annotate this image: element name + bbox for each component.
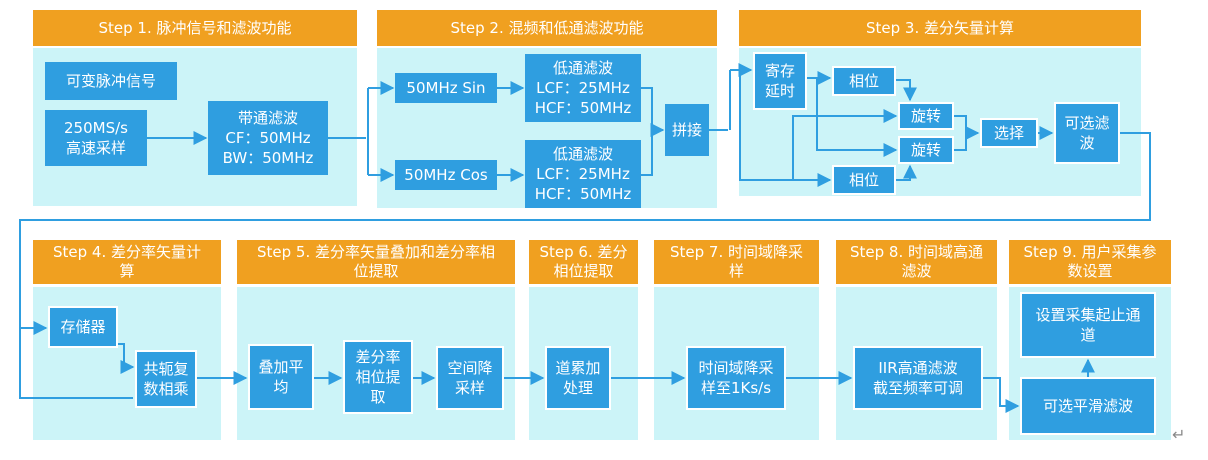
optional-filter-block: 可选滤 波	[1054, 102, 1120, 164]
step1-header: Step 1. 脉冲信号和滤波功能	[33, 10, 357, 46]
register-delay-block: 寄存 延时	[753, 52, 807, 110]
step4-header: Step 4. 差分率矢量计 算	[33, 240, 221, 284]
select-block: 选择	[980, 118, 1038, 148]
lowpass-filter-block-2: 低通滤波 LCF：25MHz HCF：50MHz	[525, 140, 641, 208]
step6-header: Step 6. 差分 相位提取	[529, 240, 638, 284]
iir-highpass-block: IIR高通滤波 截至频率可调	[853, 346, 983, 410]
sin-50mhz-block: 50MHz Sin	[395, 73, 497, 103]
phase-block-1: 相位	[832, 66, 896, 96]
rate-phase-extract-block: 差分率 相位提 取	[343, 340, 413, 414]
conjugate-multiply-block: 共轭复 数相乘	[135, 350, 197, 408]
stack-average-block: 叠加平 均	[248, 344, 314, 410]
step3-header: Step 3. 差分矢量计算	[739, 10, 1141, 46]
step8-header: Step 8. 时间域高通 滤波	[836, 240, 997, 284]
step9-header: Step 9. 用户采集参 数设置	[1009, 240, 1171, 284]
high-speed-sampling-block: 250MS/s 高速采样	[45, 110, 147, 166]
rotate-block-2: 旋转	[898, 136, 954, 164]
lowpass-filter-block-1: 低通滤波 LCF：25MHz HCF：50MHz	[525, 54, 641, 122]
variable-pulse-signal-block: 可变脉冲信号	[45, 62, 177, 100]
paragraph-return-mark: ↵	[1172, 425, 1186, 444]
rotate-block-1: 旋转	[898, 102, 954, 130]
bandpass-filter-block: 带通滤波 CF：50MHz BW：50MHz	[208, 101, 328, 175]
time-downsample-block: 时间域降采 样至1Ks/s	[686, 346, 786, 410]
cos-50mhz-block: 50MHz Cos	[395, 160, 497, 190]
memory-block: 存储器	[48, 306, 118, 348]
channel-accumulate-block: 道累加 处理	[545, 346, 611, 410]
step2-header: Step 2. 混频和低通滤波功能	[377, 10, 717, 46]
step7-header: Step 7. 时间域降采 样	[654, 240, 819, 284]
set-channel-range-block: 设置采集起止通 道	[1020, 292, 1156, 358]
phase-block-2: 相位	[832, 165, 896, 195]
spatial-downsample-block: 空间降 采样	[436, 346, 504, 410]
splice-block: 拼接	[665, 104, 709, 156]
optional-smoothing-block: 可选平滑滤波	[1020, 377, 1156, 435]
step5-header: Step 5. 差分率矢量叠加和差分率相 位提取	[237, 240, 515, 284]
